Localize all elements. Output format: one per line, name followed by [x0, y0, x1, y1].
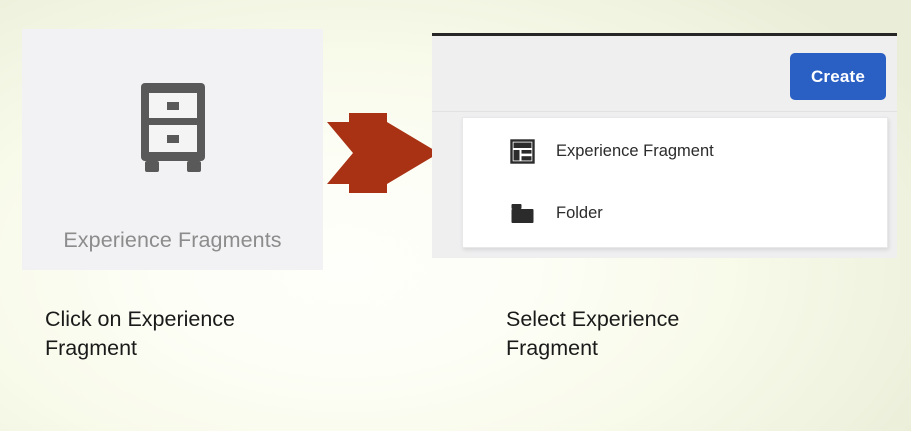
experience-fragments-tile[interactable]: Experience Fragments — [22, 29, 323, 270]
layout-fragment-icon — [509, 138, 535, 164]
right-arrow-icon — [327, 110, 439, 196]
caption-left: Click on Experience Fragment — [45, 307, 236, 360]
dropdown-item-label: Folder — [556, 203, 603, 222]
create-dropdown-menu: Experience Fragment Folder — [462, 117, 888, 248]
create-button[interactable]: Create — [790, 53, 886, 100]
dropdown-item-experience-fragment[interactable]: Experience Fragment — [463, 120, 887, 182]
dropdown-item-label: Experience Fragment — [556, 141, 714, 160]
file-cabinet-icon — [22, 81, 323, 182]
folder-icon — [509, 200, 535, 226]
panel-toolbar: Create — [432, 36, 897, 112]
caption-right: Select Experience Fragment — [506, 307, 680, 360]
aem-console-panel: Create Experience Fragment — [432, 33, 897, 258]
tile-label: Experience Fragments — [63, 228, 282, 252]
dropdown-item-folder[interactable]: Folder — [463, 182, 887, 244]
